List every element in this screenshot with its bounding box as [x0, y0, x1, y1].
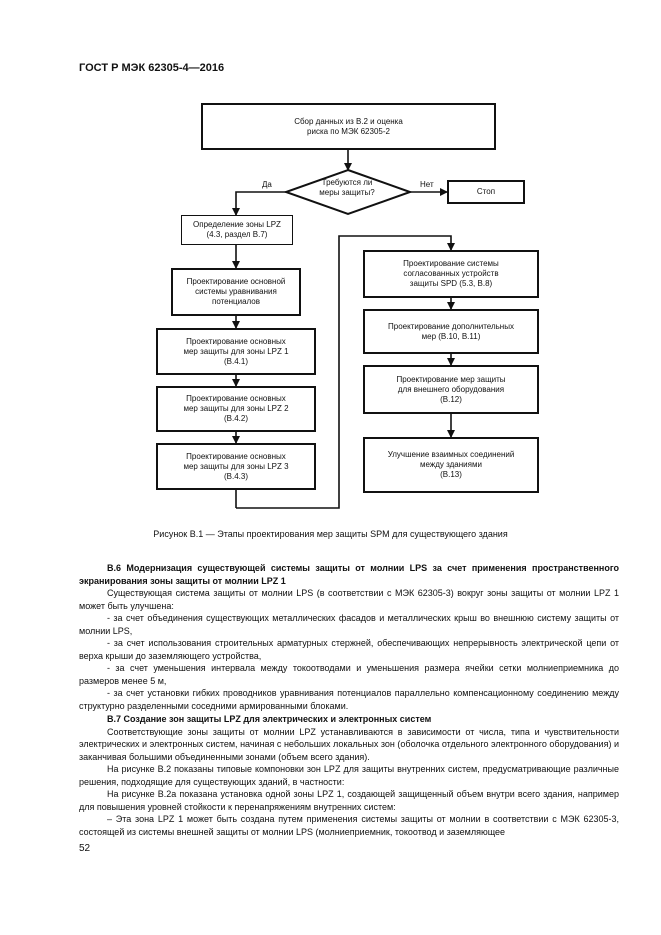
flow-no-label: Нет: [420, 180, 434, 189]
section-b7-paragraph: На рисунке В.2 показаны типовые компонов…: [79, 764, 619, 787]
flow-start-box: Сбор данных из В.2 и оценка риска по МЭК…: [201, 103, 496, 150]
flow-right-step-4: Улучшение взаимных соединений между здан…: [363, 437, 539, 493]
flow-left-step-1: Проектирование основной системы уравнива…: [171, 268, 301, 316]
flow-define-zone-box: Определение зоны LPZ (4.3, раздел В.7): [181, 215, 293, 245]
flow-decision-text: Требуются ли меры защиты?: [319, 178, 375, 197]
section-b7: В.7 Создание зон защиты LPZ для электрич…: [79, 713, 619, 838]
section-b6-item: - за счет использования строительных арм…: [79, 638, 619, 661]
flow-left-step-2: Проектирование основных мер защиты для з…: [156, 328, 316, 375]
section-b6-item: - за счет уменьшения интервала между ток…: [79, 663, 619, 686]
flow-stop-box: Стоп: [447, 180, 525, 204]
flow-right-step-3: Проектирование мер защиты для внешнего о…: [363, 365, 539, 414]
section-b7-paragraph: На рисунке В.2а показана установка одной…: [79, 789, 619, 812]
section-b6-intro: Существующая система защиты от молнии LP…: [79, 588, 619, 611]
section-b6-item: - за счет установки гибких проводников у…: [79, 688, 619, 711]
document-header: ГОСТ Р МЭК 62305-4—2016: [79, 62, 225, 74]
page-number: 52: [79, 843, 91, 854]
section-b6: В.6 Модернизация существующей системы за…: [79, 562, 619, 712]
arrow-to-spd: [236, 235, 455, 509]
section-b7-paragraph: Соответствующие зоны защиты от молнии LP…: [79, 726, 619, 762]
flow-left-step-3: Проектирование основных мер защиты для з…: [156, 386, 316, 432]
flow-left-step-4: Проектирование основных мер защиты для з…: [156, 443, 316, 490]
decision-diamond: [283, 168, 413, 216]
section-b7-title: В.7 Создание зон защиты LPZ для электрич…: [107, 714, 432, 724]
figure-caption: Рисунок В.1 — Этапы проектирования мер з…: [153, 529, 508, 539]
flow-right-step-2: Проектирование дополнительных мер (В.10,…: [363, 309, 539, 354]
section-b7-paragraph: – Эта зона LPZ 1 может быть создана путе…: [79, 814, 619, 837]
section-b6-item: - за счет объединения существующих метал…: [79, 613, 619, 636]
section-b6-title: В.6 Модернизация существующей системы за…: [79, 563, 619, 586]
flow-right-step-1: Проектирование системы согласованных уст…: [363, 250, 539, 298]
arrow-yes-to-zone: [232, 191, 286, 216]
flow-yes-label: Да: [262, 180, 272, 189]
